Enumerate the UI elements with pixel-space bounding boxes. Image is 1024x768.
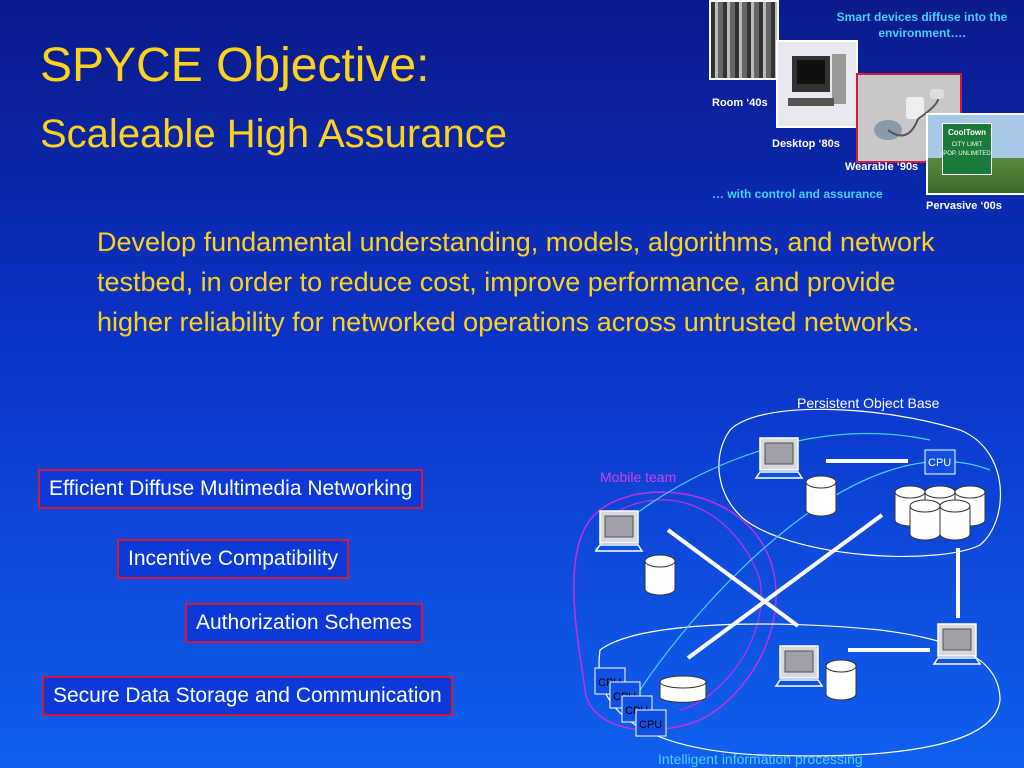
sign-brand: CoolTown (947, 128, 987, 137)
cpu-label: CPU (598, 677, 621, 689)
desktop-computer-icon (788, 54, 846, 106)
database-icon (825, 659, 857, 701)
computer-icon (933, 623, 981, 665)
cpu-label: CPU (639, 719, 662, 731)
era-desktop: Desktop ‘80s (772, 138, 840, 150)
database-icon (909, 499, 941, 541)
slide-title: SPYCE Objective: (40, 39, 430, 92)
era-pervasive: Pervasive ‘00s (926, 200, 1002, 212)
era-wearable: Wearable ‘90s (845, 161, 919, 173)
database-icon (805, 475, 837, 517)
room-computer-photo (709, 0, 779, 80)
mobile-team-region-inner (619, 499, 762, 711)
cpu-label: CPU (928, 457, 951, 469)
control-assurance-note: … with control and assurance (712, 187, 883, 201)
computer-icon (755, 437, 803, 479)
objective-multimedia-networking: Efficient Diffuse Multimedia Networking (38, 469, 424, 509)
sign-line2: POP. UNLIMITED (943, 151, 991, 157)
database-icon (924, 485, 956, 527)
cyan-link-curve-2 (594, 432, 931, 551)
era-room: Room ‘40s (712, 97, 768, 109)
mobile-team-region (573, 491, 777, 731)
desktop-computer-photo (776, 40, 858, 128)
cpu-label: CPU (613, 691, 636, 703)
objective-secure-storage: Secure Data Storage and Communication (42, 676, 453, 716)
database-icon (644, 554, 676, 596)
smart-devices-note: Smart devices diffuse into the environme… (836, 10, 1008, 40)
flat-database-icon (659, 682, 707, 703)
intelligent-processing-region (598, 623, 1001, 757)
persistent-object-region (718, 408, 1002, 558)
mobile-team-label: Mobile team (600, 469, 676, 485)
objective-incentive-compatibility: Incentive Compatibility (117, 539, 350, 579)
computer-icon (595, 510, 643, 552)
objective-authorization-schemes: Authorization Schemes (185, 603, 423, 643)
wearable-device-icon (874, 89, 944, 140)
persistent-object-label: Persistent Object Base (797, 395, 940, 411)
computer-icon (775, 645, 823, 687)
database-icon (939, 499, 971, 541)
intelligent-processing-label: Intelligent information processing (658, 751, 863, 767)
pervasive-sign-photo: CoolTown CITY LIMIT POP. UNLIMITED (926, 113, 1024, 195)
cooltown-sign: CoolTown CITY LIMIT POP. UNLIMITED (942, 123, 992, 175)
cpu-label: CPU (625, 705, 648, 717)
sign-line1: CITY LIMIT (951, 142, 983, 148)
slide-subtitle: Scaleable High Assurance (40, 112, 507, 156)
objective-description: Develop fundamental understanding, model… (97, 227, 935, 337)
database-icon (954, 485, 986, 527)
database-icon (894, 485, 926, 527)
cyan-link-curve (639, 460, 991, 691)
